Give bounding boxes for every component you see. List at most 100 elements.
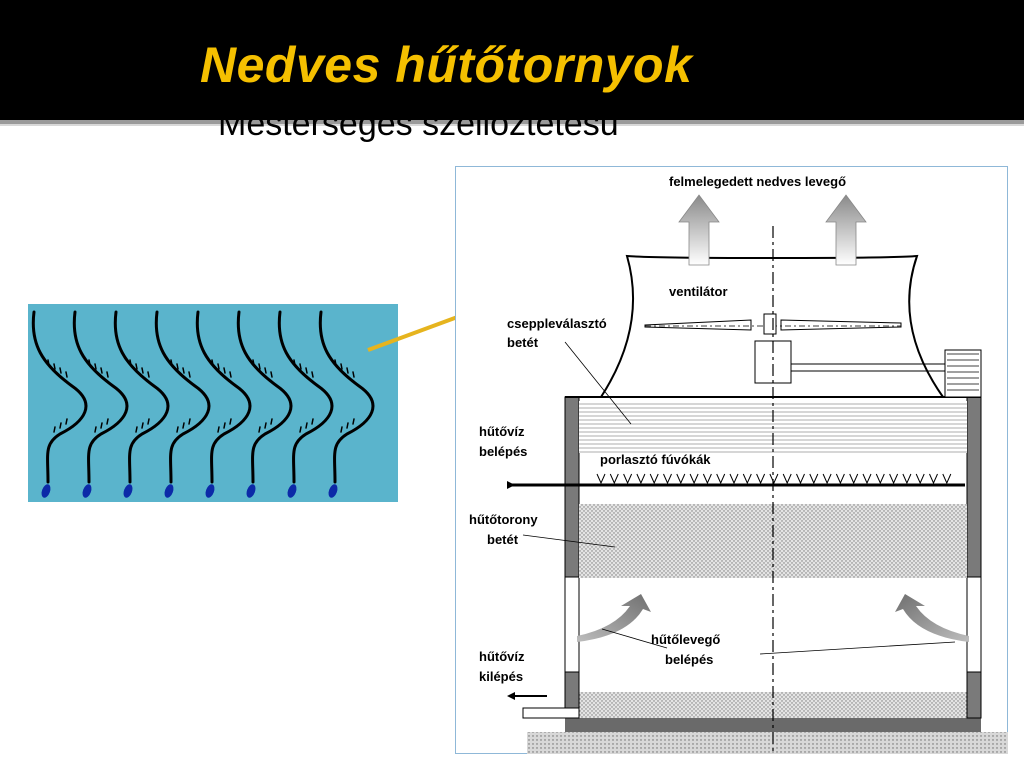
label-air-in-1: hűtőlevegő — [651, 632, 720, 647]
fill-sheet-tick — [135, 426, 138, 433]
fill-sheet-tick — [53, 363, 56, 370]
fill-sheet-tick — [223, 367, 226, 374]
fill-sheet-tick — [352, 418, 355, 425]
fill-sheet-tick — [65, 418, 68, 425]
fill-sheet-tick — [293, 359, 296, 366]
fill-sheet-tick — [147, 418, 150, 425]
fill-sheet-tick — [299, 426, 302, 433]
left-air-inlet — [564, 576, 580, 673]
water-drop — [82, 484, 92, 498]
label-fan: ventilátor — [669, 284, 728, 299]
water-drop — [164, 484, 174, 498]
fill-sheet-tick — [170, 359, 173, 366]
right-wall-lower — [966, 671, 982, 719]
spray-nozzle — [769, 473, 779, 485]
fill-sheet-tick — [340, 426, 343, 433]
spray-nozzle — [889, 473, 899, 485]
title-overlay: Nedves hűtőtornyok — [0, 0, 1024, 120]
spray-nozzle — [796, 473, 805, 485]
fill-sheet-tick — [176, 426, 179, 433]
fill-sheet — [195, 310, 252, 484]
fill-sheet-tick — [217, 426, 220, 433]
spray-nozzle — [902, 473, 912, 485]
label-drift-eliminator-2: betét — [507, 335, 539, 350]
fill-sheet-tick — [299, 363, 302, 370]
fill-sheet-tick — [223, 422, 226, 429]
fill-sheet-tick — [258, 426, 261, 433]
spray-nozzle — [702, 473, 712, 485]
fill-sheet-tick — [100, 422, 103, 429]
exhaust-arrow-left — [678, 194, 720, 266]
left-wall-upper — [564, 396, 580, 578]
spray-nozzle — [929, 473, 938, 485]
fill-sheet-tick — [264, 422, 267, 429]
label-water-out-1: hűtővíz — [479, 649, 525, 664]
label-water-in-1: hűtővíz — [479, 424, 525, 439]
fill-sheet — [154, 310, 211, 484]
ground — [527, 732, 1008, 754]
fill-sheet-tick — [270, 371, 273, 378]
air-in-arrow-left — [577, 594, 651, 642]
water-out-arrowhead — [507, 692, 515, 700]
fill-sheet-tick — [135, 363, 138, 370]
spray-nozzle — [663, 473, 672, 485]
fill-sheet-tick — [53, 426, 56, 433]
fill-sheet — [72, 310, 129, 484]
fill-sheet-tick — [94, 426, 97, 433]
fill-sheet-tick — [346, 367, 349, 374]
fill-sheet-tick — [311, 371, 314, 378]
fill-sheet-tick — [188, 418, 191, 425]
fill-sheet-tick — [340, 363, 343, 370]
fill-sheet-tick — [311, 418, 314, 425]
spray-nozzle — [716, 473, 726, 485]
label-drift-eliminator-1: csepple­vála­sztó — [507, 316, 607, 331]
fill-sheet-tick — [59, 422, 62, 429]
fan-hub — [763, 313, 777, 335]
spray-nozzle — [609, 473, 619, 485]
label-water-in-2: belépés — [479, 444, 527, 459]
spray-nozzle — [915, 473, 925, 485]
fill-sheet-tick — [59, 367, 62, 374]
fill-sheet-tick — [182, 422, 185, 429]
spray-nozzle — [875, 473, 885, 485]
fill-sheet-tick — [182, 367, 185, 374]
fill-sheet — [318, 310, 375, 484]
title-divider-light — [0, 124, 1024, 126]
water-drop — [41, 484, 51, 498]
label-nozzles: porlasztó fúvókák — [600, 452, 711, 467]
water-drop — [246, 484, 256, 498]
fill-sheet-tick — [352, 371, 355, 378]
label-fill-2: betét — [487, 532, 519, 547]
label-top-air: felmelegedett nedves levegő — [669, 174, 846, 189]
fill-sheet-tick — [65, 371, 68, 378]
leader-air-left — [601, 628, 668, 649]
water-drop — [328, 484, 338, 498]
fill-sheets — [31, 310, 375, 484]
spray-nozzle — [782, 473, 792, 485]
spray-nozzle — [649, 473, 659, 485]
spray-nozzle — [676, 473, 686, 485]
spray-nozzle — [822, 473, 832, 485]
fill-sheet-tick — [47, 359, 50, 366]
leader-air-right — [759, 641, 956, 655]
fill-sheet-tick — [106, 371, 109, 378]
title-bar — [0, 0, 1024, 120]
fan-blade-right — [780, 319, 902, 331]
fill-sheet-tick — [334, 359, 337, 366]
connector-stroke — [367, 310, 472, 352]
spray-nozzle — [809, 473, 819, 485]
spray-nozzle — [636, 473, 646, 485]
spray-nozzle — [942, 473, 952, 485]
exhaust-arrow-right — [825, 194, 867, 266]
water-drop — [205, 484, 215, 498]
leader-drift — [564, 341, 632, 425]
fill-sheet-tick — [211, 359, 214, 366]
fill-sheet-tick — [217, 363, 220, 370]
label-air-in-2: belépés — [665, 652, 713, 667]
spray-nozzle — [849, 473, 859, 485]
motor — [944, 349, 982, 398]
spray-nozzle — [689, 473, 699, 485]
label-water-out-2: kilépés — [479, 669, 523, 684]
spray-nozzle — [862, 473, 872, 485]
right-wall-upper — [966, 396, 982, 578]
